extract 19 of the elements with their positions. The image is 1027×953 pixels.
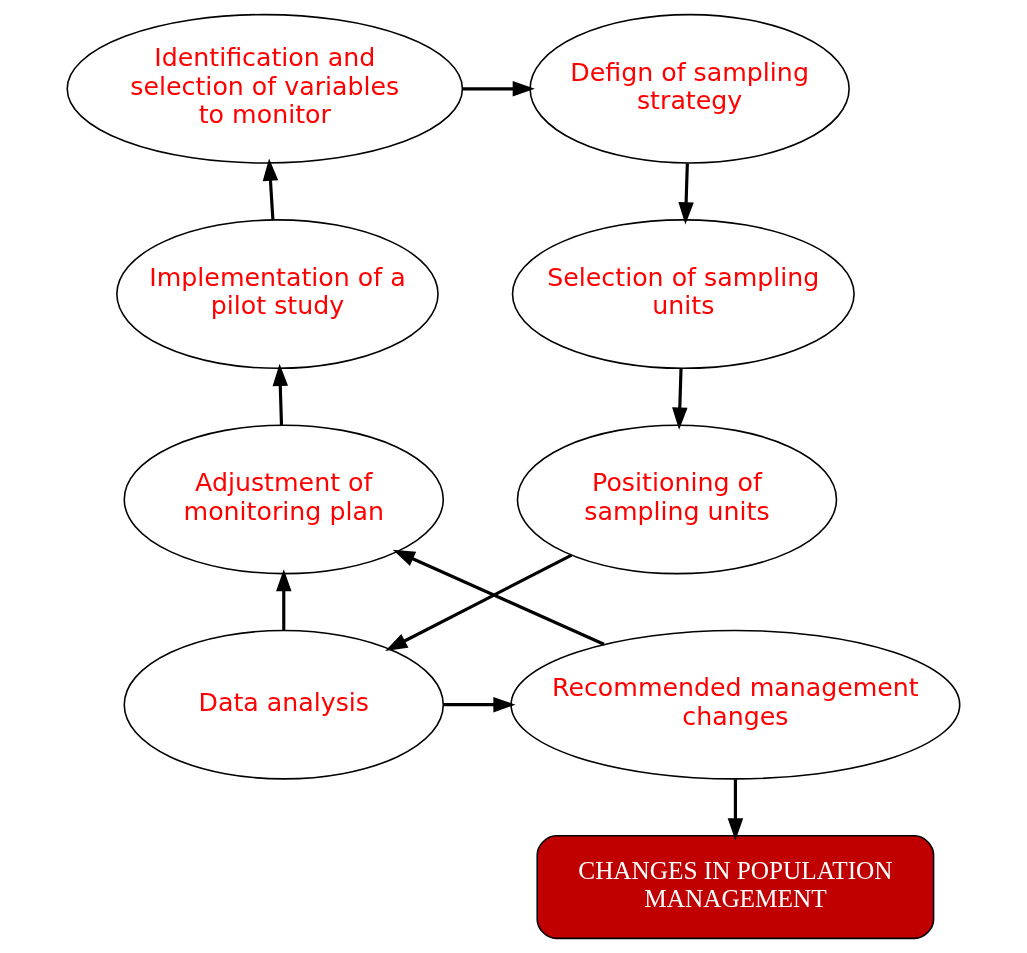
- arrow: [276, 569, 292, 631]
- node-ellipse: Recommended management changes: [510, 629, 961, 780]
- arrow: [272, 363, 288, 425]
- arrow: [385, 553, 573, 651]
- node-ellipse: Adjustment of monitoring plan: [123, 424, 445, 575]
- arrow: [262, 158, 279, 220]
- node-ellipse: Data analysis: [123, 629, 445, 780]
- node-box: CHANGES IN POPULATION MANAGEMENT: [536, 834, 935, 940]
- arrow: [392, 549, 605, 646]
- arrow: [727, 779, 744, 841]
- node-ellipse: Defign of sampling strategy: [529, 13, 850, 164]
- arrow: [672, 368, 688, 430]
- node-ellipse: Implementation of a pilot study: [116, 219, 439, 370]
- arrow: [462, 81, 535, 97]
- node-ellipse: Positioning of sampling units: [516, 424, 838, 575]
- arrow: [443, 696, 516, 713]
- arrow: [678, 163, 694, 225]
- node-ellipse: Selection of sampling units: [511, 219, 855, 370]
- node-ellipse: Identification and selection of variables to monitor: [66, 13, 464, 164]
